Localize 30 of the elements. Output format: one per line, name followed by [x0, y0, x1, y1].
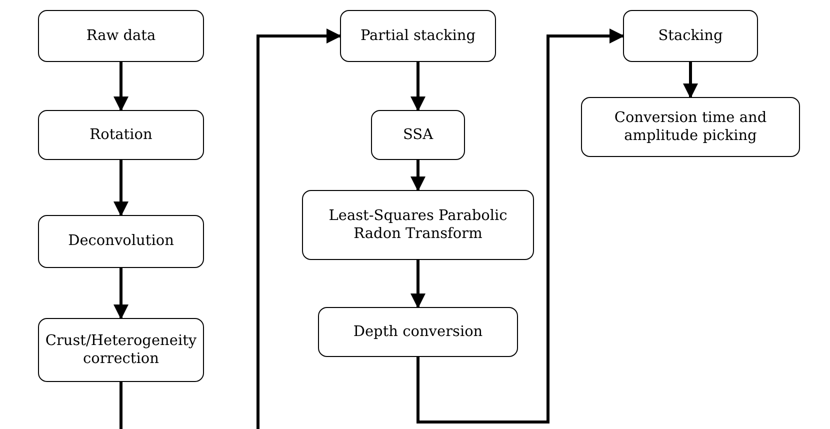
- arrow: [416, 28, 624, 424]
- process-box: [371, 110, 465, 160]
- step-label: Raw data: [86, 26, 156, 46]
- step-label: Depth conversion: [353, 322, 483, 342]
- process-box: [581, 97, 800, 157]
- process-box: [38, 215, 204, 268]
- process-box: [38, 10, 204, 62]
- arrow: [683, 62, 698, 98]
- step-label: Least-Squares Parabolic Radon Transform: [328, 206, 508, 244]
- process-box: [38, 110, 204, 160]
- connector-line: [120, 382, 122, 429]
- step-label: Stacking: [658, 26, 723, 46]
- step-label: Rotation: [90, 126, 152, 144]
- step-label: SSA: [402, 126, 434, 144]
- process-box: [38, 318, 204, 382]
- arrow: [410, 260, 426, 308]
- step-label: Conversion time and amplitude picking: [613, 108, 768, 146]
- arrow: [410, 62, 426, 112]
- process-box: [318, 307, 518, 357]
- arrow: [114, 268, 128, 320]
- arrow: [114, 160, 128, 216]
- process-box: [623, 10, 758, 62]
- arrow: [256, 28, 342, 429]
- step-label: Deconvolution: [68, 232, 174, 251]
- process-box: [340, 10, 496, 62]
- process-box: [302, 190, 534, 260]
- step-label: Crust/Heterogeneity correction: [45, 332, 197, 368]
- step-label: Partial stacking: [360, 26, 476, 46]
- arrow: [410, 160, 426, 192]
- arrow: [114, 62, 128, 112]
